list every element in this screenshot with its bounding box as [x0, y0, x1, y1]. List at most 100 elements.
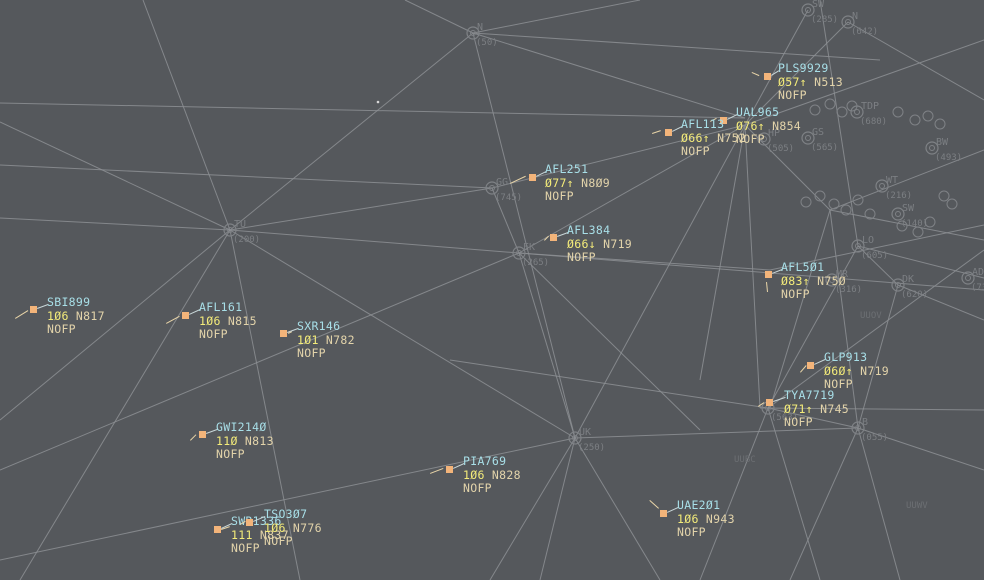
speed[interactable]: N719: [603, 236, 633, 251]
aircraft-target-icon[interactable]: [764, 73, 771, 80]
speed[interactable]: N752: [717, 130, 747, 145]
fix-sw[interactable]: SW(285): [801, 0, 838, 25]
aircraft-target-icon[interactable]: [214, 526, 221, 533]
altitude[interactable]: Ø66↓: [567, 236, 596, 251]
speed[interactable]: N8Ø9: [581, 175, 611, 190]
altitude[interactable]: 1Ø6: [677, 511, 699, 526]
fix-b[interactable]: B(055): [851, 417, 888, 443]
altitude[interactable]: 1Ø6: [47, 308, 69, 323]
fix-bw[interactable]: BW(493): [925, 137, 962, 163]
altitude[interactable]: 1Ø6: [463, 467, 485, 482]
altitude[interactable]: Ø76↑: [736, 118, 765, 133]
speed[interactable]: N815: [227, 313, 257, 328]
speed[interactable]: N719: [860, 363, 890, 378]
altitude[interactable]: 11Ø: [216, 433, 238, 448]
altitude[interactable]: 1Ø1: [297, 332, 319, 347]
callsign[interactable]: AFL161: [199, 300, 243, 314]
altitude[interactable]: Ø71↑: [784, 401, 813, 416]
altitude[interactable]: 111: [231, 527, 253, 542]
aircraft-target-icon[interactable]: [280, 330, 287, 337]
callsign[interactable]: SWR1336: [231, 514, 282, 528]
callsign[interactable]: GWI214Ø: [216, 420, 267, 434]
callsign[interactable]: GLP913: [824, 350, 868, 364]
fix-ad[interactable]: AD(732): [961, 267, 984, 293]
aircraft-target-icon[interactable]: [720, 117, 727, 124]
aircraft-target-icon[interactable]: [665, 129, 672, 136]
aircraft-target-icon[interactable]: [660, 510, 667, 517]
fix-southcenter[interactable]: UK(250): [568, 427, 605, 453]
callsign[interactable]: AFL384: [567, 223, 611, 237]
speed[interactable]: N943: [705, 511, 735, 526]
altitude[interactable]: Ø77↑: [545, 175, 574, 190]
fix-tu[interactable]: TU(200): [223, 219, 260, 245]
speed[interactable]: N513: [814, 74, 844, 89]
speed[interactable]: N854: [772, 118, 802, 133]
callsign[interactable]: AFL113: [681, 117, 725, 131]
callsign[interactable]: UAL965: [736, 105, 780, 119]
callsign[interactable]: SBI899: [47, 295, 91, 309]
fix-n2[interactable]: N(642): [841, 11, 878, 37]
speed[interactable]: N837: [259, 527, 289, 542]
fix-lo[interactable]: LO(605): [851, 235, 888, 261]
altitude[interactable]: Ø83↑: [781, 273, 810, 288]
aircraft-target-icon[interactable]: [807, 362, 814, 369]
callsign[interactable]: AFL251: [545, 162, 589, 176]
callsign[interactable]: SXR146: [297, 319, 341, 333]
aircraft-target-icon[interactable]: [182, 312, 189, 319]
callsign[interactable]: PLS9929: [778, 61, 829, 75]
callsign[interactable]: TSO3Ø7: [264, 507, 308, 521]
fix-dk[interactable]: DK(620): [891, 274, 928, 300]
aircraft-target-icon[interactable]: [446, 466, 453, 473]
speed[interactable]: N75Ø: [817, 273, 847, 288]
fix-gs[interactable]: GS(565): [801, 127, 838, 153]
callsign[interactable]: AFL5Ø1: [781, 260, 825, 274]
speed[interactable]: N745: [820, 401, 850, 416]
sector-label-uuwv: UUWV: [906, 501, 928, 511]
callsign[interactable]: PIA769: [463, 454, 507, 468]
fix-north[interactable]: N(50): [466, 22, 498, 48]
speed[interactable]: N776: [292, 520, 322, 535]
aircraft-target-icon[interactable]: [766, 399, 773, 406]
fix-mr[interactable]: MR(316): [825, 269, 862, 295]
aircraft-target-icon[interactable]: [765, 271, 772, 278]
altitude[interactable]: 1Ø6: [199, 313, 221, 328]
fix-gg[interactable]: GG(745): [485, 177, 522, 203]
speed[interactable]: N828: [491, 467, 521, 482]
aircraft-target-icon[interactable]: [529, 174, 536, 181]
speed[interactable]: N782: [325, 332, 355, 347]
speed[interactable]: N817: [75, 308, 105, 323]
aircraft-target-icon[interactable]: [246, 519, 253, 526]
altitude[interactable]: Ø6Ø↑: [824, 363, 853, 378]
altitude[interactable]: Ø57↑: [778, 74, 807, 89]
callsign[interactable]: UAE2Ø1: [677, 498, 721, 512]
altitude[interactable]: 1Ø6: [264, 520, 286, 535]
fix-sw2[interactable]: SW(140): [891, 203, 928, 229]
aircraft-target-icon[interactable]: [30, 306, 37, 313]
aircraft-target-icon[interactable]: [199, 431, 206, 438]
callsign[interactable]: TYA7719: [784, 388, 835, 402]
datablock-line-2: Ø76↑ N854: [736, 118, 802, 134]
fix-ek[interactable]: EK(265): [512, 242, 549, 268]
fix-hp[interactable]: HP(505): [757, 128, 794, 154]
speed[interactable]: N813: [244, 433, 274, 448]
aircraft-target-icon[interactable]: [550, 234, 557, 241]
fix-wt[interactable]: WT(216): [875, 175, 912, 201]
altitude[interactable]: Ø66↑: [681, 130, 710, 145]
